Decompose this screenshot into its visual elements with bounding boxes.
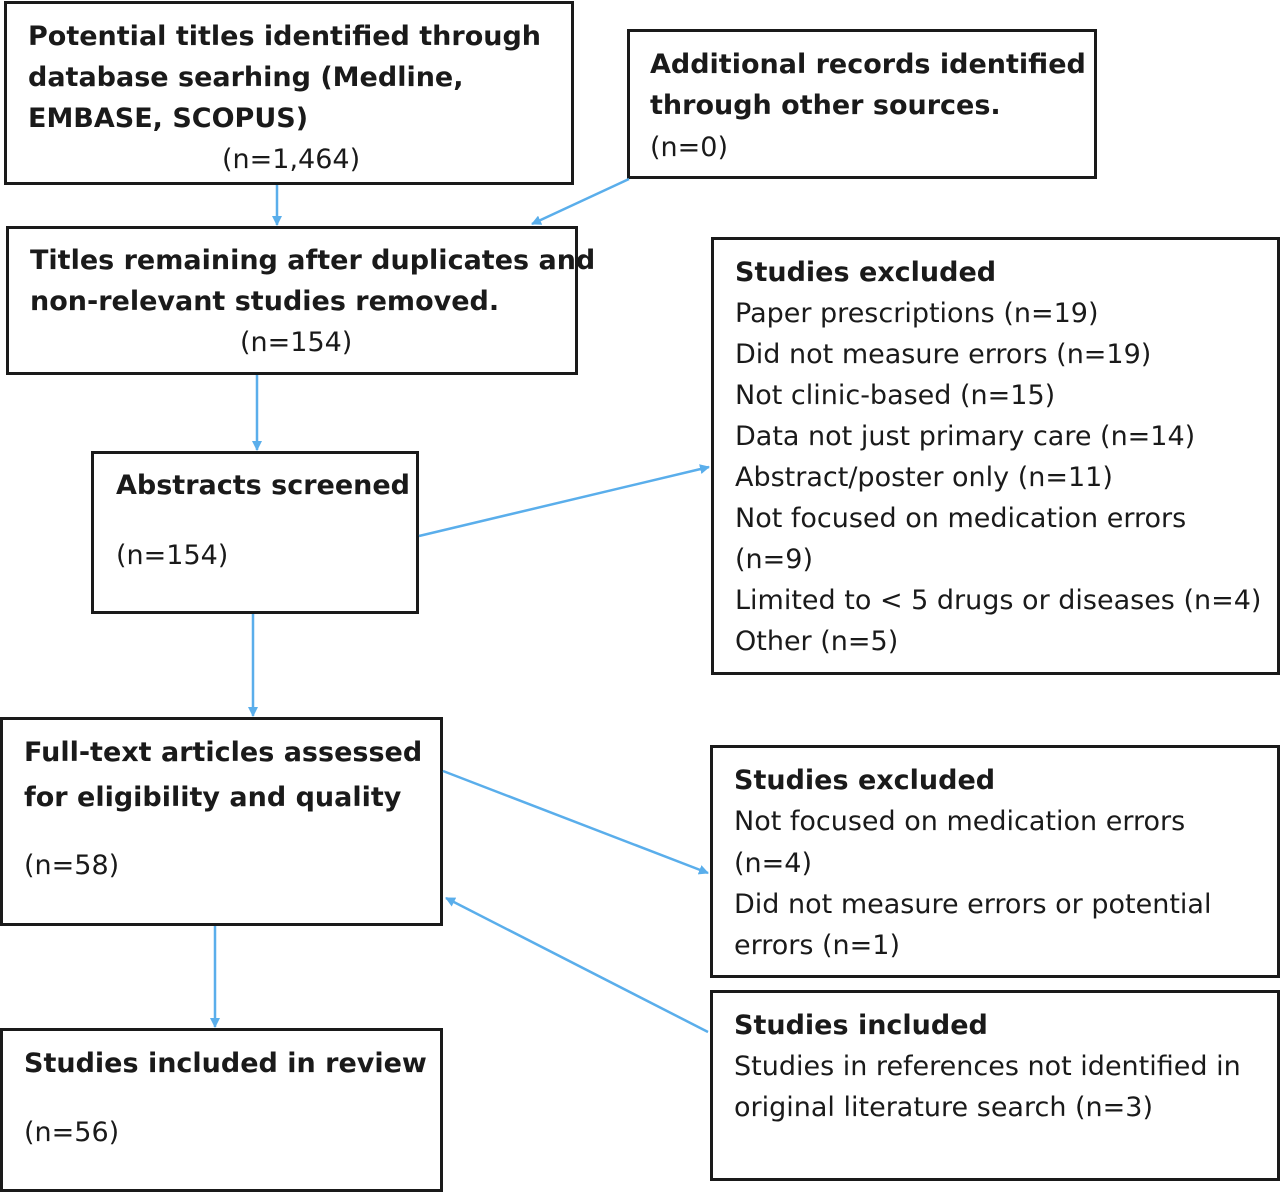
studies-excluded-fulltext-box — [710, 745, 1280, 978]
excluded2-heading: Studies excluded — [734, 765, 996, 796]
identified-title-line-3: EMBASE, SCOPUS) — [28, 103, 309, 134]
excluded1-item: (n=9) — [735, 544, 813, 575]
identified-title-line-1: Potential titles identified through — [28, 21, 542, 52]
titles-remaining-box — [6, 226, 578, 375]
additional-title-line-1: Additional records identified — [650, 49, 1086, 80]
additional-count: (n=0) — [650, 132, 728, 163]
included-refs-heading: Studies included — [734, 1010, 988, 1041]
abstracts-title: Abstracts screened — [116, 470, 410, 501]
identified-count: (n=1,464) — [222, 144, 361, 175]
excluded1-item: Paper prescriptions (n=19) — [735, 298, 1099, 329]
review-title: Studies included in review — [24, 1048, 427, 1079]
review-count: (n=56) — [24, 1117, 120, 1148]
identified-title-line-2: database searhing (Medline, — [28, 62, 464, 93]
excluded2-item: errors (n=1) — [734, 930, 900, 961]
fulltext-title-line-2: for eligibility and quality — [24, 782, 402, 813]
excluded1-item: Did not measure errors (n=19) — [735, 339, 1152, 370]
arrow-additional-to-remaining — [531, 177, 630, 226]
excluded2-item: Did not measure errors or potential — [734, 889, 1212, 920]
studies-included-refs-box — [710, 990, 1280, 1181]
remaining-count: (n=154) — [240, 327, 353, 358]
arrow-refs-to-fulltext — [445, 896, 709, 1034]
abstracts-screened-box — [91, 451, 419, 614]
studies-included-review-box — [0, 1028, 443, 1192]
excluded2-item: Not focused on medication errors — [734, 806, 1186, 837]
full-text-articles-box — [0, 717, 443, 926]
remaining-title-line-1: Titles remaining after duplicates and — [30, 245, 596, 276]
excluded1-heading: Studies excluded — [735, 257, 997, 288]
fulltext-count: (n=58) — [24, 850, 120, 881]
excluded1-item: Not clinic-based (n=15) — [735, 380, 1056, 411]
additional-records-box — [627, 29, 1097, 179]
excluded1-item: Other (n=5) — [735, 626, 899, 657]
identified-records-box — [4, 1, 574, 185]
excluded2-item: (n=4) — [734, 848, 812, 879]
studies-excluded-abstract-box — [711, 237, 1280, 675]
excluded1-item: Limited to < 5 drugs or diseases (n=4) — [735, 585, 1262, 616]
remaining-title-line-2: non-relevant studies removed. — [30, 286, 500, 317]
excluded1-item: Abstract/poster only (n=11) — [735, 462, 1113, 493]
excluded1-item: Data not just primary care (n=14) — [735, 421, 1196, 452]
arrow-fulltext-to-excluded — [442, 769, 709, 875]
included-refs-item: Studies in references not identified in — [734, 1051, 1241, 1082]
abstracts-count: (n=154) — [116, 540, 229, 571]
fulltext-title-line-1: Full-text articles assessed — [24, 737, 423, 768]
arrow-abstracts-to-excluded — [418, 464, 710, 538]
excluded1-item: Not focused on medication errors — [735, 503, 1187, 534]
additional-title-line-2: through other sources. — [650, 90, 1001, 121]
included-refs-item: original literature search (n=3) — [734, 1092, 1154, 1123]
